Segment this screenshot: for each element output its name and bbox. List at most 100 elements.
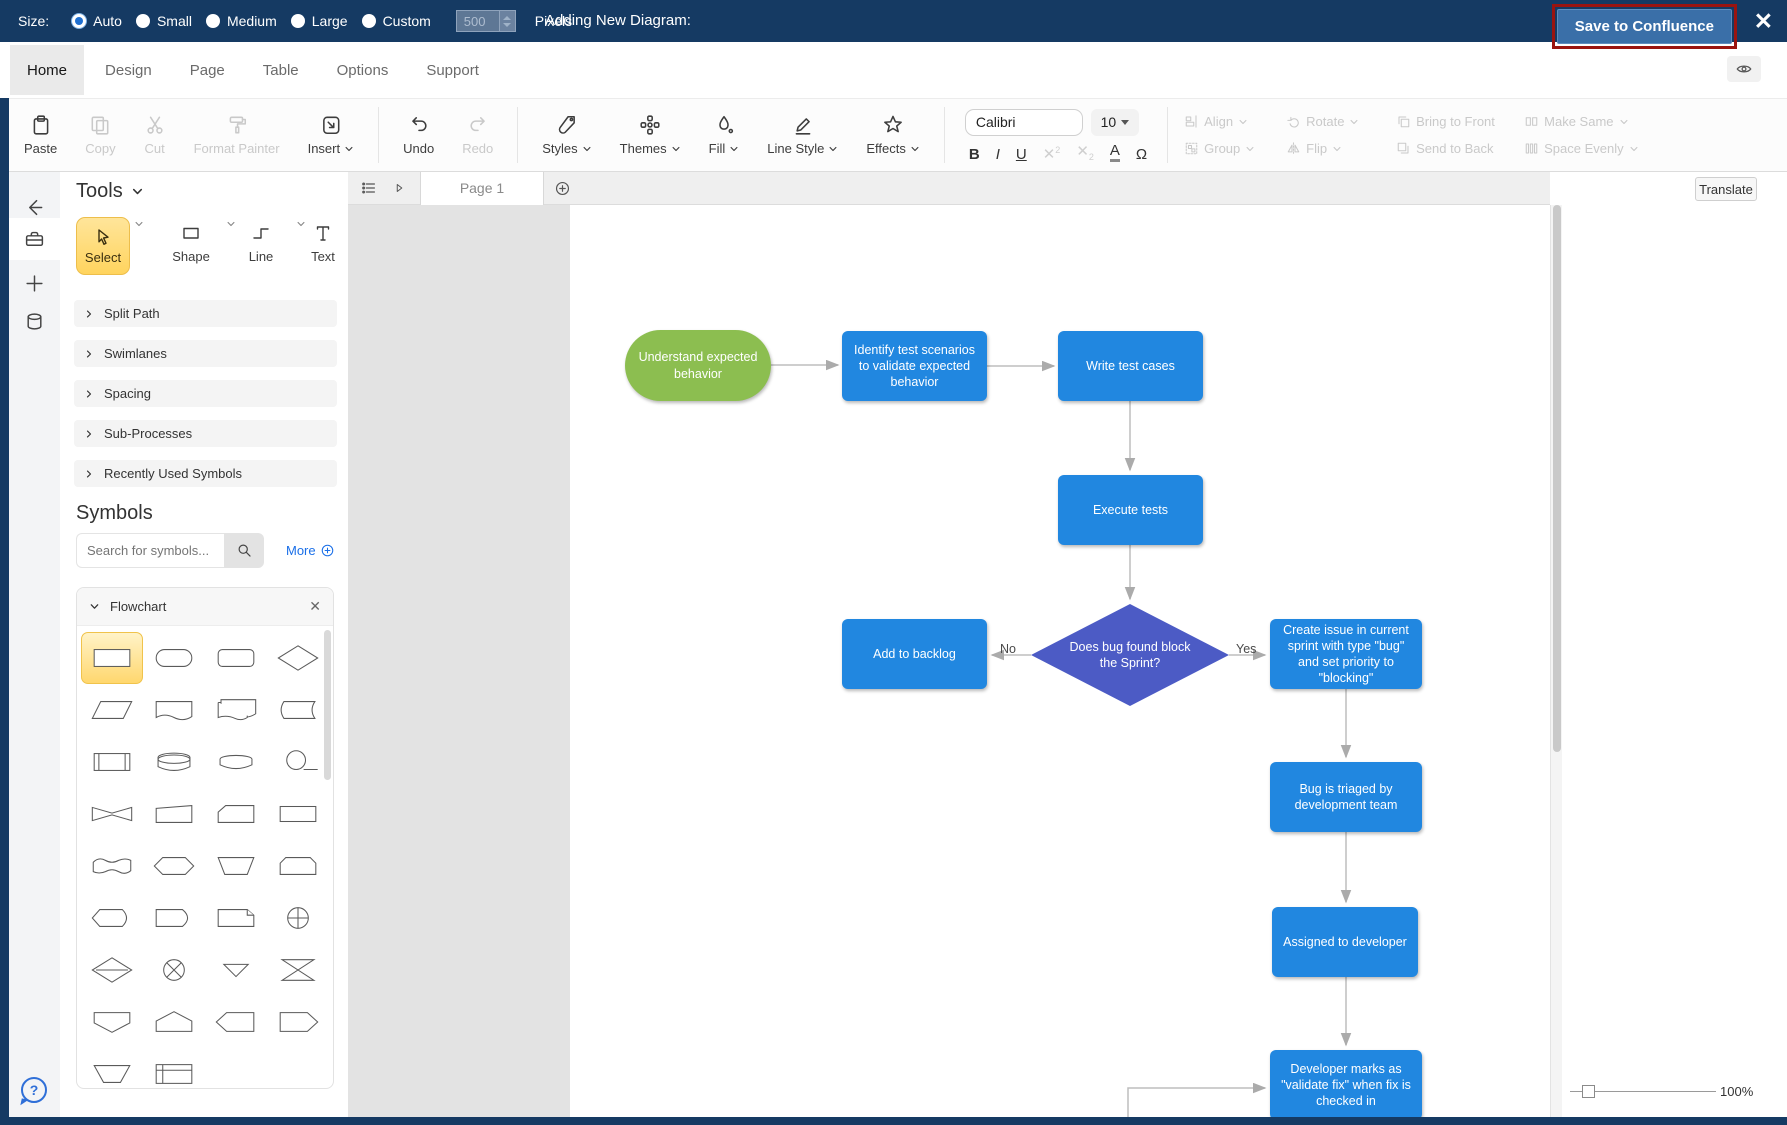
flow-node-process[interactable]: Identify test scenarios to validate expe… xyxy=(842,331,987,401)
canvas-viewport[interactable]: Understand expected behavior Identify tes… xyxy=(348,205,1550,1125)
symbol-extract-triangle[interactable] xyxy=(205,944,267,996)
symbol-wave-flag[interactable] xyxy=(81,840,143,892)
section-swimlanes[interactable]: Swimlanes xyxy=(74,340,337,367)
send-to-back-button[interactable]: Send to Back xyxy=(1396,141,1518,156)
symbol-preparation-hexagon[interactable] xyxy=(143,840,205,892)
tool-line-button[interactable]: Line xyxy=(238,223,284,264)
symbol-card[interactable] xyxy=(205,788,267,840)
bold-button[interactable]: B xyxy=(968,145,980,163)
zoom-slider-track[interactable] xyxy=(1570,1091,1716,1092)
symbol-arrow-pentagon-left[interactable] xyxy=(205,996,267,1048)
custom-size-spinner[interactable] xyxy=(455,10,516,32)
symbol-magnetic-disk[interactable] xyxy=(143,736,205,788)
symbol-decision-lined[interactable] xyxy=(81,944,143,996)
symbol-house-pentagon[interactable] xyxy=(143,996,205,1048)
menu-design[interactable]: Design xyxy=(105,61,152,79)
fill-button[interactable]: Fill xyxy=(709,114,740,156)
menu-options[interactable]: Options xyxy=(336,61,389,79)
size-radio-small[interactable] xyxy=(135,14,150,28)
group-button[interactable]: Group xyxy=(1184,141,1280,156)
tool-chevron[interactable] xyxy=(226,219,236,229)
symbol-note-rect[interactable] xyxy=(267,788,329,840)
custom-size-input[interactable] xyxy=(455,10,500,32)
section-split-path[interactable]: Split Path xyxy=(74,300,337,327)
align-button[interactable]: Align xyxy=(1184,114,1280,129)
symbol-decision[interactable] xyxy=(267,632,329,684)
palette-scrollbar[interactable] xyxy=(324,630,331,780)
styles-button[interactable]: Styles xyxy=(542,114,591,156)
save-to-confluence-button[interactable]: Save to Confluence xyxy=(1556,9,1732,44)
symbol-stored-data[interactable] xyxy=(267,684,329,736)
make-same-button[interactable]: Make Same xyxy=(1524,114,1648,129)
symbol-slant-document[interactable] xyxy=(143,788,205,840)
cut-button[interactable]: Cut xyxy=(144,114,166,156)
symbol-data-parallelogram[interactable] xyxy=(81,684,143,736)
symbol-display[interactable] xyxy=(81,892,143,944)
size-radio-medium[interactable] xyxy=(205,14,220,28)
size-radio-auto[interactable] xyxy=(72,14,87,28)
scrollbar-thumb[interactable] xyxy=(1553,205,1561,752)
themes-button[interactable]: Themes xyxy=(620,114,681,156)
symbol-document[interactable] xyxy=(143,684,205,736)
close-icon[interactable]: ✕ xyxy=(1753,8,1773,34)
rail-toolbox-button[interactable] xyxy=(9,218,60,260)
symbol-summing-junction[interactable] xyxy=(267,892,329,944)
rail-back-button[interactable] xyxy=(9,186,60,228)
symbol-internal-storage[interactable] xyxy=(143,1048,205,1088)
flow-node-terminator[interactable]: Understand expected behavior xyxy=(625,330,771,401)
symbol-collate-hourglass[interactable] xyxy=(267,944,329,996)
section-spacing[interactable]: Spacing xyxy=(74,380,337,407)
palette-header[interactable]: Flowchart ✕ xyxy=(77,588,333,626)
tool-chevron[interactable] xyxy=(296,219,306,229)
canvas-vertical-scrollbar[interactable] xyxy=(1550,205,1562,1117)
italic-button[interactable]: I xyxy=(995,145,1000,163)
page-list-icon[interactable] xyxy=(360,179,378,197)
underline-button[interactable]: U xyxy=(1015,145,1027,163)
symbol-manual-operation-2[interactable] xyxy=(81,1048,143,1088)
flow-node-process[interactable]: Assigned to developer xyxy=(1272,907,1418,977)
format-painter-button[interactable]: Format Painter xyxy=(194,114,280,156)
page-tab[interactable]: Page 1 xyxy=(420,171,544,205)
rotate-button[interactable]: Rotate xyxy=(1286,114,1390,129)
symbol-direct-access-storage[interactable] xyxy=(205,736,267,788)
flow-node-process[interactable]: Execute tests xyxy=(1058,475,1203,545)
flip-button[interactable]: Flip xyxy=(1286,141,1390,156)
symbol-connector-circle[interactable] xyxy=(267,736,329,788)
section-sub-processes[interactable]: Sub-Processes xyxy=(74,420,337,447)
insert-symbol-button[interactable]: Ω xyxy=(1135,145,1148,163)
rail-data-button[interactable] xyxy=(9,300,60,342)
flow-node-process[interactable]: Developer marks as "validate fix" when f… xyxy=(1270,1050,1422,1120)
translate-button[interactable]: Translate xyxy=(1695,177,1757,201)
copy-button[interactable]: Copy xyxy=(85,114,116,156)
symbol-multi-document[interactable] xyxy=(205,684,267,736)
symbol-loop-limit[interactable] xyxy=(267,840,329,892)
flow-node-process[interactable]: Bug is triaged by development team xyxy=(1270,762,1422,832)
help-icon[interactable]: ? xyxy=(21,1077,47,1103)
symbol-collate-band[interactable] xyxy=(81,788,143,840)
symbol-manual-operation[interactable] xyxy=(205,840,267,892)
symbol-right-rounded[interactable] xyxy=(143,892,205,944)
insert-button[interactable]: Insert xyxy=(308,114,355,156)
symbol-off-page-connector[interactable] xyxy=(81,996,143,1048)
subscript-button[interactable]: ✕2 xyxy=(1076,142,1094,162)
symbol-process-rect[interactable] xyxy=(81,632,143,684)
tool-shape-button[interactable]: Shape xyxy=(168,223,214,264)
symbol-punched-card[interactable] xyxy=(205,892,267,944)
palette-close-icon[interactable]: ✕ xyxy=(309,598,321,614)
font-family-input[interactable] xyxy=(964,108,1083,136)
flow-node-process[interactable]: Write test cases xyxy=(1058,331,1203,401)
tool-text-button[interactable]: Text xyxy=(300,223,346,264)
more-symbols-link[interactable]: More xyxy=(286,543,335,558)
undo-button[interactable]: Undo xyxy=(403,114,434,156)
flow-node-process[interactable]: Create issue in current sprint with type… xyxy=(1270,619,1422,689)
bring-to-front-button[interactable]: Bring to Front xyxy=(1396,114,1518,129)
flow-node-process[interactable]: Add to backlog xyxy=(842,619,987,689)
rail-add-button[interactable] xyxy=(9,262,60,304)
section-recently-used-symbols[interactable]: Recently Used Symbols xyxy=(74,460,337,487)
paste-button[interactable]: Paste xyxy=(24,114,57,156)
symbol-search-input[interactable] xyxy=(76,533,224,568)
font-color-button[interactable]: A xyxy=(1109,143,1120,162)
effects-button[interactable]: Effects xyxy=(866,114,920,156)
spinner-arrows-icon[interactable] xyxy=(499,10,516,32)
size-radio-large[interactable] xyxy=(290,14,305,28)
